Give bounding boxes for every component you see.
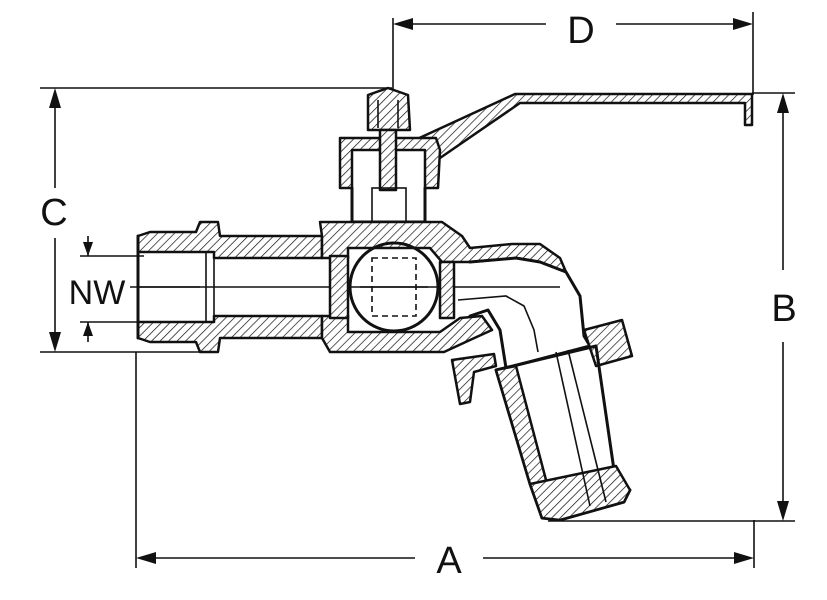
dim-b-arrow-bottom [777,501,789,521]
inlet-thread-upper [136,220,324,260]
outlet-flange-right [582,318,634,368]
dim-a-arrow-left [136,552,156,564]
dim-label-nw: NW [69,274,126,312]
dim-label-d: D [567,10,594,52]
valve-body [136,86,754,522]
hose-tail-wall [494,364,548,488]
dim-label-b: B [771,288,796,330]
body-housing-lower [320,314,494,354]
dim-nw-arrow-bottom [83,322,93,336]
dimension-c: C [40,87,392,353]
body-housing-upper [318,220,568,274]
outlet-elbow [468,256,592,370]
dim-b-arrow-top [777,93,789,113]
stem-nut [366,86,412,132]
inlet-thread-lower [136,314,324,354]
dim-c-arrow-top [49,88,61,108]
dimension-d: D [392,10,754,100]
seat-ring-right [438,260,456,320]
dim-d-arrow-right [733,18,753,30]
dimension-a: A [135,352,755,582]
outlet-flange [450,352,498,406]
seat-ring-left [328,254,350,320]
dim-c-arrow-bottom [49,332,61,352]
dim-label-c: C [40,192,67,234]
dimension-b: B [548,92,797,522]
hose-tail-tip [528,464,632,522]
dim-a-arrow-right [734,552,754,564]
valve-stem [378,128,398,192]
valve-ball [348,241,440,333]
dim-nw-arrow-top [83,242,93,256]
dim-label-a: A [436,540,462,582]
lever-handle [413,92,754,160]
dim-d-arrow-left [393,18,413,30]
